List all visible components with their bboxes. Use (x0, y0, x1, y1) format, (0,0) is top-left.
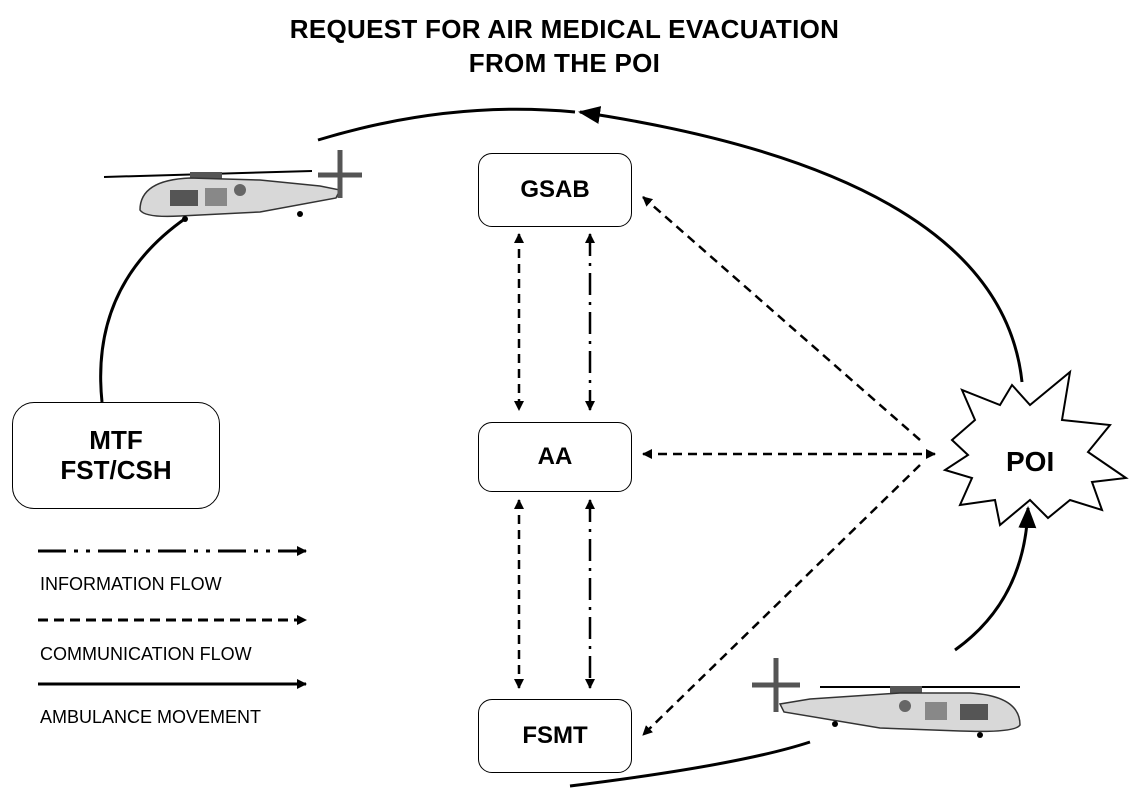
node-fsmt-label: FSMT (522, 722, 588, 750)
ambulance-path-left (99, 216, 187, 403)
poi-label: POI (1006, 446, 1055, 477)
node-gsab: GSAB (478, 153, 632, 227)
diagram-title-line1: REQUEST FOR AIR MEDICAL EVACUATION (289, 14, 840, 44)
legend-ambulance-movement: AMBULANCE MOVEMENT (40, 707, 262, 727)
node-mtf: MTF FST/CSH (12, 402, 220, 509)
node-mtf-label-line1: MTF (89, 424, 143, 455)
diagram-title-line2: FROM THE POI (468, 48, 661, 78)
starburst-icon (942, 369, 1129, 527)
ambulance-path-bottom (569, 740, 811, 788)
node-gsab-label: GSAB (520, 176, 590, 204)
node-fsmt: FSMT (478, 699, 632, 773)
ambulance-path-bottom-right (954, 506, 1037, 652)
node-aa: AA (478, 422, 632, 492)
ambulance-path-top-right (578, 106, 1024, 383)
helicopter-icon (103, 150, 362, 222)
ambulance-path-top-left (317, 107, 576, 142)
legend-communication-flow: COMMUNICATION FLOW (40, 644, 252, 664)
node-aa-label: AA (537, 443, 573, 471)
legend-information-flow: INFORMATION FLOW (40, 574, 222, 594)
comm-flow-poi-gsab (642, 196, 921, 441)
node-mtf-label-line2: FST/CSH (60, 454, 172, 485)
comm-flow-poi-fsmt (642, 464, 921, 736)
helicopter-icon (752, 658, 1021, 738)
